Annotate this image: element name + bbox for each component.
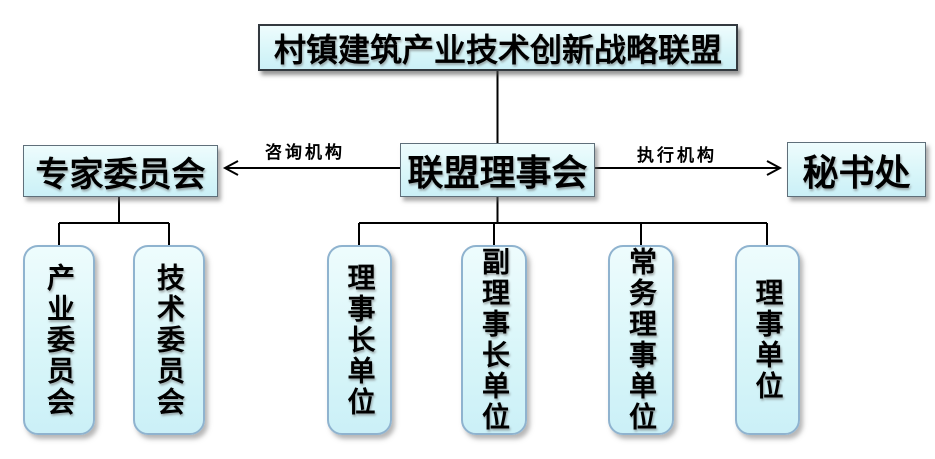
node-industry-committee-label: 产业委员会 — [44, 262, 75, 418]
edge-label-advisory-body: 咨询机构 — [265, 143, 345, 162]
node-secretariat-label: 秘书处 — [802, 151, 911, 193]
node-alliance-root: 村镇建筑产业技术创新战略联盟 — [258, 24, 738, 71]
node-technology-committee: 技术委员会 — [133, 245, 205, 435]
node-chairman-unit-label: 理事长单位 — [344, 262, 376, 418]
arrowhead-right-icon — [766, 160, 783, 176]
node-expert-committee-label: 专家委员会 — [35, 155, 206, 194]
node-technology-committee-label: 技术委员会 — [154, 262, 185, 418]
node-expert-committee: 专家委员会 — [23, 145, 218, 197]
node-standing-director-unit: 常务理事单位 — [608, 245, 674, 435]
node-alliance-root-label: 村镇建筑产业技术创新战略联盟 — [273, 31, 722, 68]
edge-label-executive-body: 执行机构 — [637, 146, 717, 165]
node-chairman-unit: 理事长单位 — [327, 245, 392, 435]
node-standing-director-unit-label: 常务理事单位 — [626, 247, 657, 433]
node-vice-chairman-unit-label: 副理事长单位 — [479, 247, 510, 433]
node-director-unit: 理事单位 — [735, 245, 800, 435]
node-alliance-council: 联盟理事会 — [400, 143, 595, 197]
node-alliance-council-label: 联盟理事会 — [407, 152, 588, 193]
arrowhead-left-icon — [222, 160, 239, 176]
node-secretariat: 秘书处 — [787, 142, 926, 197]
node-director-unit-label: 理事单位 — [752, 278, 784, 402]
node-industry-committee: 产业委员会 — [23, 245, 95, 435]
node-vice-chairman-unit: 副理事长单位 — [461, 245, 527, 435]
